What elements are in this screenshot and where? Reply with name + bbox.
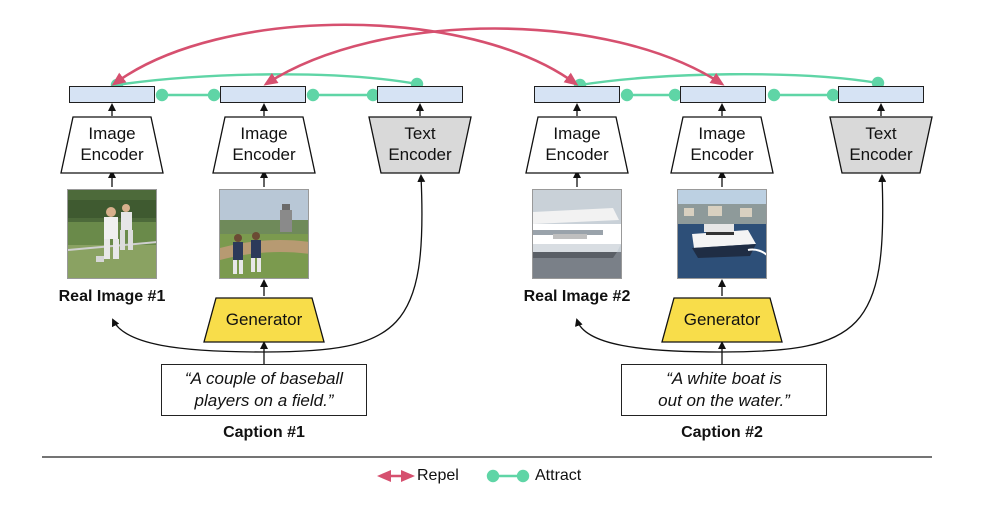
legend-repel-label: Repel [417, 467, 459, 484]
caption-2-line-1: “A white boat is [666, 369, 782, 388]
legend-attract-label: Attract [535, 467, 582, 484]
legend-attract-icon [486, 469, 530, 483]
caption-1-line-2: players on a field.” [194, 391, 334, 410]
encoder-label-line-1: Text [865, 124, 897, 143]
embedding-real-image-1 [69, 86, 155, 103]
generator-label: Generator [683, 310, 761, 329]
repel-lines [111, 23, 725, 86]
encoder-label-line-2: Encoder [388, 145, 452, 164]
embedding-real-image-2 [534, 86, 620, 103]
embedding-caption-1 [377, 86, 463, 103]
real-image-2-boat-photo [532, 189, 622, 279]
real-image-1-label: Real Image #1 [58, 288, 166, 305]
encoder-label-line-2: Encoder [232, 145, 296, 164]
encoder-label-line-1: Image [88, 124, 136, 143]
generator-label: Generator [225, 310, 303, 329]
encoder-label-line-1: Text [404, 124, 436, 143]
left-vertical-arrows [108, 103, 426, 364]
generated-image-1-baseball-photo [219, 189, 309, 279]
caption-2-box: “A white boat is out on the water.” [621, 364, 827, 416]
real-image-1-baseball-photo [67, 189, 157, 279]
generator-1: Generator [202, 297, 326, 343]
right-vertical-arrows [573, 103, 887, 364]
caption-1-box: “A couple of baseball players on a field… [161, 364, 367, 416]
encoder-label-line-2: Encoder [690, 145, 754, 164]
caption-2-title: Caption #2 [681, 424, 763, 441]
encoder-label-line-1: Image [553, 124, 601, 143]
caption-2-line-2: out on the water.” [658, 391, 790, 410]
caption-1-title: Caption #1 [223, 424, 305, 441]
generated-image-2-boat-photo [677, 189, 767, 279]
generator-2: Generator [660, 297, 784, 343]
embedding-generated-image-2 [680, 86, 766, 103]
real-image-2-label: Real Image #2 [523, 288, 631, 305]
encoder-label-line-2: Encoder [80, 145, 144, 164]
encoder-label-line-1: Image [698, 124, 746, 143]
embedding-caption-2 [838, 86, 924, 103]
caption-1-line-1: “A couple of baseball [184, 369, 344, 388]
encoder-label-line-2: Encoder [545, 145, 609, 164]
embedding-generated-image-1 [220, 86, 306, 103]
encoder-label-line-1: Image [240, 124, 288, 143]
encoder-label-line-2: Encoder [849, 145, 913, 164]
